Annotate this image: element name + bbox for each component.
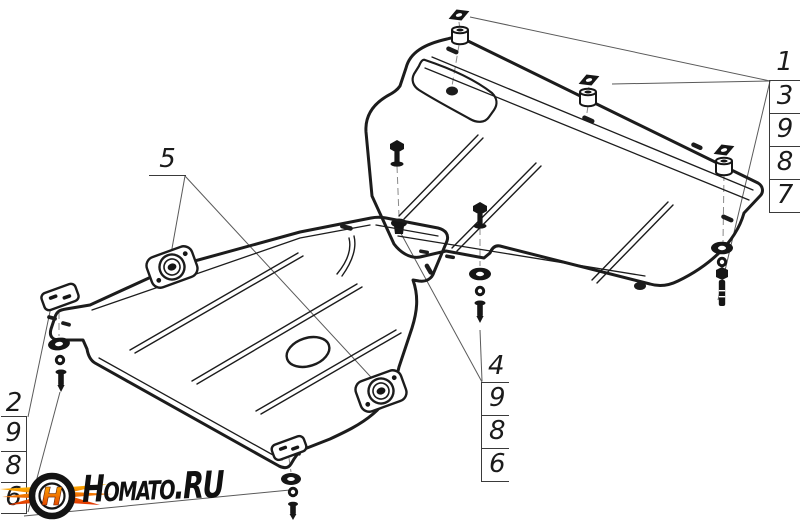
callout-number: 6 (482, 449, 509, 482)
fastener-stack-top (448, 9, 470, 46)
bolt (55, 369, 67, 392)
callout-number: 4 (481, 351, 509, 383)
mount-bracket-left (40, 282, 80, 312)
rubber-mount-2 (354, 369, 408, 413)
callout-box: 3 9 8 7 (769, 81, 800, 213)
callout-column-right: 1 3 9 8 7 (769, 46, 800, 213)
upper-plate-front-fold (397, 235, 646, 277)
spacer-bushing (715, 156, 733, 177)
emblem-inner-ring (38, 482, 66, 510)
wing-left-icon (0, 484, 112, 505)
callout-number: 9 (482, 383, 509, 416)
bolt (474, 300, 486, 323)
round-washer (54, 354, 66, 366)
weld-stud-2 (473, 202, 487, 229)
lower-plate-hole (285, 335, 331, 369)
spacer-bushing (579, 87, 597, 108)
oval-washer (48, 337, 70, 351)
fastener-stack-bottom (281, 473, 301, 520)
lower-plate-fold-bottom (98, 357, 283, 461)
callout-5: 5 (149, 145, 186, 176)
oval-washer (711, 241, 733, 255)
fastener-stack-front (469, 267, 491, 323)
bolt (288, 501, 298, 520)
emblem-letter: H (42, 482, 63, 511)
callout-number: 3 (770, 81, 800, 114)
homato-logo: H Homato.RU (0, 462, 320, 524)
rubber-mount-1 (145, 245, 199, 289)
round-washer (716, 256, 728, 268)
lower-plate-outline (48, 215, 450, 470)
callout-number: 2 (1, 390, 27, 417)
leader-lines (23, 16, 771, 517)
spacer-bushing (451, 25, 469, 46)
round-washer (287, 486, 299, 498)
lower-skid-plate (47, 215, 450, 470)
callout-number: 8 (770, 147, 800, 180)
callout-box: 9 8 6 (481, 383, 509, 482)
emblem-ring (28, 472, 76, 520)
upper-plate-cutout (411, 58, 498, 123)
flat-washer (713, 144, 735, 156)
round-washer (474, 285, 486, 297)
upper-plate-fold-line-2 (424, 67, 750, 201)
flat-washer (448, 9, 470, 21)
fastener-stack-middle-top (578, 74, 600, 108)
mount-bracket-bottom (270, 434, 308, 462)
callout-number: 1 (769, 46, 800, 81)
upper-plate-fold-line-1 (431, 56, 754, 191)
oval-washer (281, 473, 301, 485)
oval-washer (469, 267, 491, 281)
callout-number: 8 (1, 452, 26, 483)
flat-washer (578, 74, 600, 86)
fastener-stack-left (48, 337, 70, 392)
callout-number: 8 (482, 416, 509, 449)
upper-plate-ribs (398, 134, 674, 284)
long-bolt (716, 267, 728, 306)
lower-plate-ribs (129, 235, 402, 415)
callout-number: 9 (1, 417, 26, 452)
callout-column-middle: 4 9 8 6 (481, 351, 509, 482)
callout-number: 9 (770, 114, 800, 147)
logo-text: Homato.RU (81, 463, 224, 511)
upper-plate-slots (419, 46, 734, 290)
homato-emblem: H (0, 472, 112, 520)
upper-skid-plate (364, 36, 764, 290)
weld-stud-1 (390, 140, 404, 167)
upper-plate-outline (364, 36, 764, 287)
lower-plate-fold-flange (375, 224, 439, 237)
callout-number: 7 (770, 180, 800, 213)
fastener-stack-right (711, 144, 735, 306)
